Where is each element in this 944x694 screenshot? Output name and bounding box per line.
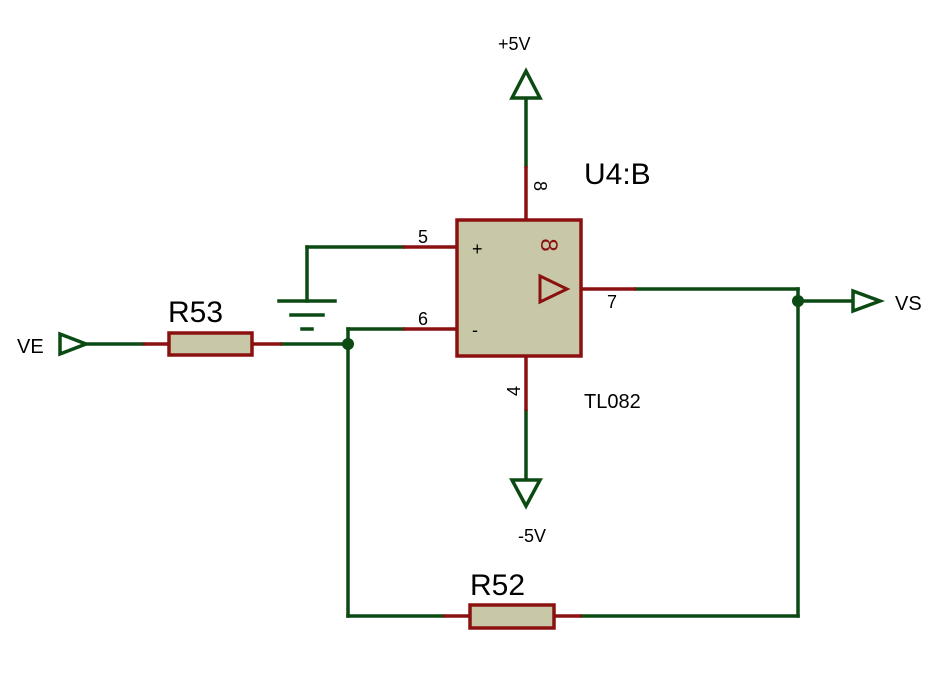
opamp-part-label: TL082 <box>584 391 641 413</box>
opamp-ref-label: U4:B <box>584 158 651 191</box>
resistor-r53-label: R53 <box>168 296 223 329</box>
junction-dot-input <box>342 338 354 350</box>
junction-dot-output <box>792 295 804 307</box>
opamp-unit-glyph: 8 <box>535 238 562 251</box>
pin-7-label: 7 <box>607 292 617 312</box>
resistor-r52-label: R52 <box>470 569 525 602</box>
input-terminal-icon[interactable] <box>58 331 91 357</box>
resistor-r53[interactable] <box>143 331 282 357</box>
pin-6-label: 6 <box>418 309 428 329</box>
pin-4-label: 4 <box>504 386 524 396</box>
amplifier-triangle-icon <box>538 273 571 305</box>
input-terminal-label: VE <box>17 336 44 358</box>
opamp-u4b[interactable]: + - 8 <box>403 166 636 411</box>
pin-5-label: 5 <box>418 227 428 247</box>
resistor-r52[interactable] <box>443 603 582 630</box>
resistor-r53-body <box>167 331 254 357</box>
ground-icon <box>277 299 337 331</box>
minus-sign: - <box>472 320 478 340</box>
wires <box>86 96 855 618</box>
output-terminal-icon[interactable] <box>851 288 886 314</box>
resistor-r52-body <box>468 603 556 630</box>
plus-sign: + <box>472 239 483 259</box>
supply-neg-icon[interactable] <box>509 478 543 510</box>
supply-pos-label: +5V <box>498 34 531 54</box>
opamp-body <box>455 218 583 358</box>
pin-8-label: 8 <box>530 181 550 191</box>
supply-neg-label: -5V <box>518 526 546 546</box>
output-terminal-label: VS <box>895 293 922 315</box>
supply-pos-icon[interactable] <box>509 67 543 100</box>
